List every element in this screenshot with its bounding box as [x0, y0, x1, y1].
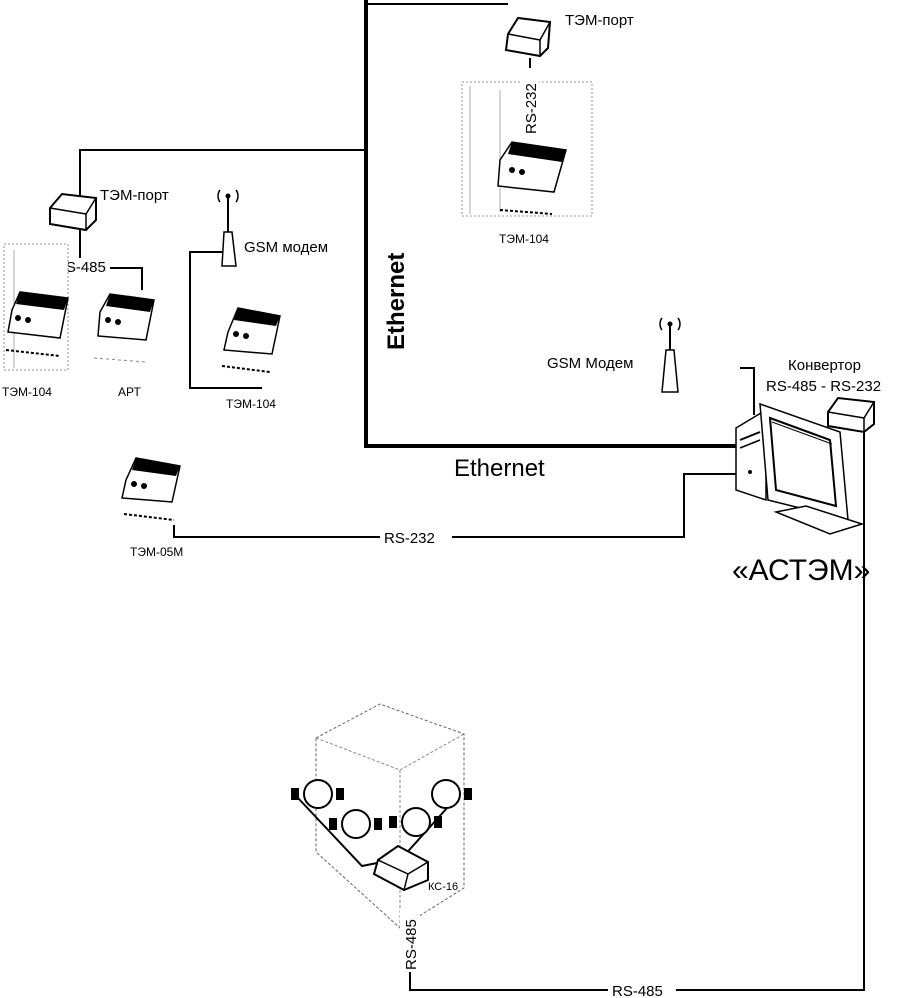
converter-label-line2: RS-485 - RS-232 [766, 378, 881, 395]
gsm-modem-right-label: GSM Модем [547, 355, 633, 372]
gsm-modem-right [659, 317, 681, 393]
rs232-top-label-bg [521, 68, 539, 134]
ethernet-line [364, 0, 740, 448]
tem05m-label: ТЭМ-05М [130, 545, 183, 559]
tem-port-left [49, 192, 97, 232]
tem-port-top-label: ТЭМ-порт [565, 12, 634, 29]
gsm-right-line [740, 367, 755, 415]
converter-label-line1: Конвертор [788, 357, 861, 374]
ethernet-backbone [79, 0, 740, 448]
rs232-vertical-label: RS-232 [523, 83, 540, 134]
astem-computer [735, 402, 865, 535]
rs232-bottom-line [173, 473, 742, 538]
meter-2 [329, 809, 382, 839]
meter-3 [389, 807, 442, 837]
tem05m-device [121, 457, 181, 521]
tem104-left-label: ТЭМ-104 [2, 385, 52, 399]
art-device [93, 293, 155, 363]
tem104-top-label: ТЭМ-104 [499, 232, 549, 246]
meter-1 [291, 779, 344, 809]
ethernet-horizontal-label: Ethernet [454, 455, 545, 482]
rs485-bottom-label-bg [608, 982, 676, 998]
gsm-modem-left-label: GSM модем [244, 239, 328, 256]
meter-4 [431, 779, 472, 809]
tem-port-top [504, 16, 552, 58]
astem-label: «АСТЭМ» [732, 554, 870, 587]
tem-port-left-label: ТЭМ-порт [100, 187, 169, 204]
tem104-mid-label: ТЭМ-104 [226, 397, 276, 411]
rs485-bottom-label: RS-485 [612, 983, 663, 998]
rs485-vertical-label-bg [400, 910, 420, 972]
tem104-top-device [497, 141, 567, 215]
art-label: АРТ [118, 385, 141, 399]
ethernet-vertical-label: Ethernet [383, 253, 410, 350]
converter-device [827, 396, 875, 434]
gsm-modem-left [217, 189, 239, 267]
tem104-mid-device [221, 307, 281, 373]
ethernet-branch-left [79, 149, 366, 220]
rs485-vertical-bottom-label: RS-485 [403, 919, 420, 970]
gsm-left-line [189, 251, 262, 389]
rs232-horizontal-label: RS-232 [384, 530, 435, 547]
ks16-device [372, 844, 429, 892]
ks16-label: КС-16 [428, 881, 458, 893]
tem104-left-device [5, 291, 69, 357]
rs232-horizontal-label-bg [380, 528, 452, 546]
